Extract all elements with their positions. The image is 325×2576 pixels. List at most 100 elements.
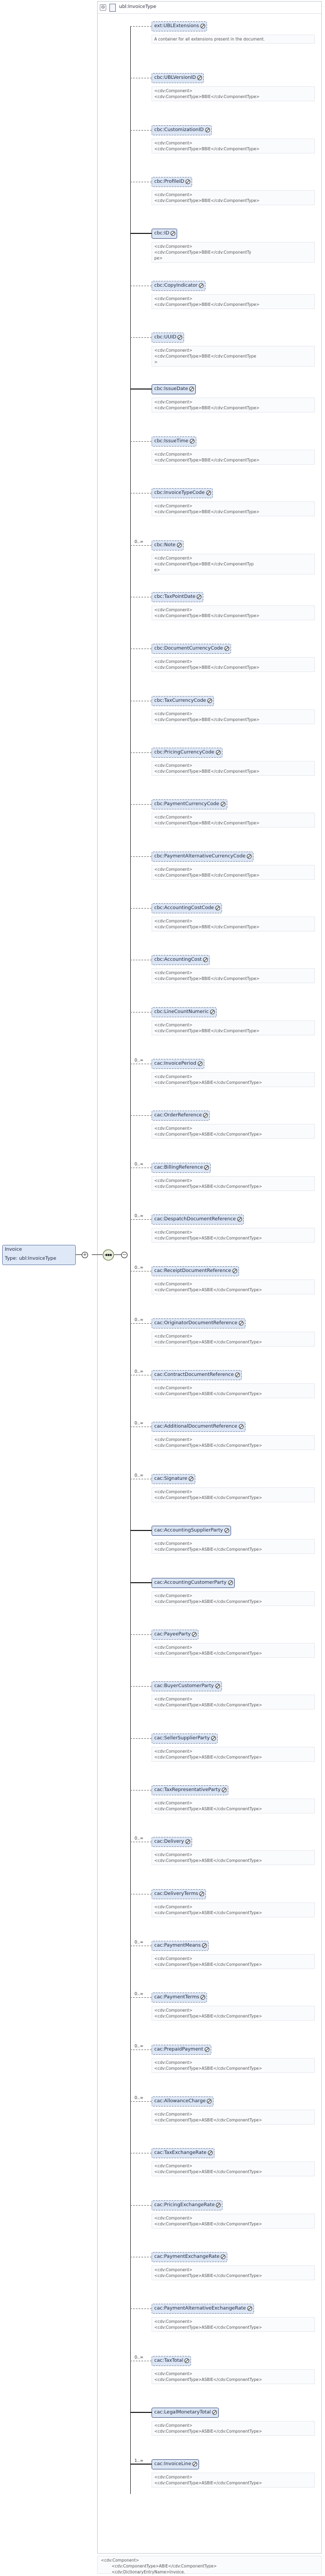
element-box[interactable]: cac:PricingExchangeRate: [152, 2200, 223, 2210]
element-box[interactable]: cac:PaymentExchangeRate: [152, 2252, 228, 2262]
documentation-line: <cdv:Component>: [154, 711, 193, 716]
element-name: cbc:UUID: [154, 335, 177, 340]
element-box[interactable]: cac:DespatchDocumentReference: [152, 1214, 244, 1225]
element-box[interactable]: cbc:LineCountNumeric: [152, 1007, 217, 1017]
ref-arrow-icon: [177, 335, 183, 340]
element-box[interactable]: cac:SellerSupplierParty: [152, 1733, 218, 1744]
documentation-line: <cdv:Component>: [154, 244, 193, 249]
element-box[interactable]: cbc:AccountingCostCode: [152, 903, 222, 913]
occurrence-label: 0..∞: [134, 1058, 144, 1063]
element-box[interactable]: cac:ReceiptDocumentReference: [152, 1266, 240, 1276]
element-documentation: <cdv:Component><cdv:ComponentType>ASBIE<…: [152, 2214, 315, 2229]
element-connector: [130, 908, 152, 909]
documentation-line: <cdv:Component>: [154, 1489, 193, 1494]
element-box[interactable]: cbc:DocumentCurrencyCode: [152, 644, 231, 654]
element-box[interactable]: cac:PaymentTerms: [152, 1992, 208, 2003]
element-box[interactable]: cac:PaymentAlternativeExchangeRate: [152, 2304, 254, 2314]
element-box[interactable]: cbc:Note: [152, 540, 184, 550]
documentation-line: <cdv:Component>: [154, 815, 193, 820]
element-documentation: <cdv:Component><cdv:ComponentType>ASBIE<…: [152, 2058, 315, 2073]
documentation-line: <cdv:ComponentType>BBIE</cdv:ComponentTy…: [154, 717, 260, 722]
element-box[interactable]: cbc:PaymentAlternativeCurrencyCode: [152, 852, 254, 862]
documentation-line: <cdv:ComponentType>ASBIE</cdv:ComponentT…: [154, 1080, 263, 1085]
element-box[interactable]: cac:OrderReference: [152, 1111, 210, 1121]
element-box[interactable]: cbc:ID: [152, 229, 178, 239]
sequence-compositor-icon[interactable]: [102, 1249, 114, 1261]
element-connector: [130, 856, 152, 857]
element-box[interactable]: cac:Delivery: [152, 1837, 192, 1847]
documentation-line: <cdv:ComponentType>ASBIE</cdv:ComponentT…: [154, 1132, 263, 1137]
element-box[interactable]: cac:AccountingSupplierParty: [152, 1526, 231, 1536]
element-box[interactable]: cbc:IssueTime: [152, 436, 196, 447]
element-connector: [130, 130, 152, 131]
element-name: cbc:AccountingCost: [154, 957, 202, 962]
documentation-line: <cdv:ComponentType>ASBIE</cdv:ComponentT…: [154, 2429, 263, 2434]
element-box[interactable]: cac:DeliveryTerms: [152, 1889, 207, 1899]
element-connector: [130, 1323, 152, 1324]
element-box[interactable]: cac:AccountingCustomerParty: [152, 1578, 235, 1588]
element-documentation: <cdv:Component><cdv:ComponentType>ASBIE<…: [152, 1435, 315, 1450]
element-connector: [130, 441, 152, 442]
element-connector: [130, 1582, 152, 1583]
element-box[interactable]: cac:AdditionalDocumentReference: [152, 1422, 245, 1432]
documentation-line: <cdv:Component>: [154, 1282, 193, 1286]
element-box[interactable]: cac:TaxTotal: [152, 2356, 192, 2366]
element-box[interactable]: cac:InvoicePeriod: [152, 1059, 204, 1069]
element-box[interactable]: cac:AllowanceCharge: [152, 2096, 214, 2107]
element-connector: [130, 1790, 152, 1791]
element-connector: [130, 1997, 152, 1998]
element-documentation: <cdv:Component><cdv:ComponentType>ASBIE<…: [152, 1695, 315, 1710]
documentation-line: <cdv:Component>: [154, 400, 193, 404]
element-box[interactable]: cbc:PaymentCurrencyCode: [152, 799, 227, 809]
element-box[interactable]: cac:OriginatorDocumentReference: [152, 1318, 245, 1328]
element-name: cac:PricingExchangeRate: [154, 2202, 215, 2208]
element-name: cac:DespatchDocumentReference: [154, 1217, 236, 1222]
element-connector: [130, 388, 152, 390]
element-box[interactable]: cac:TaxRepresentativeParty: [152, 1785, 229, 1795]
documentation-line: <cdv:ComponentType>BBIE</cdv:ComponentTy…: [154, 94, 260, 99]
element-box[interactable]: cac:LegalMonetaryTotal: [152, 2408, 219, 2418]
element-box[interactable]: cbc:CustomizationID: [152, 125, 212, 135]
sequence-expand-icon[interactable]: −: [121, 1252, 128, 1258]
ref-arrow-icon: [224, 646, 229, 651]
element-box[interactable]: cac:ContractDocumentReference: [152, 1370, 242, 1380]
element-box[interactable]: cbc:PricingCurrencyCode: [152, 748, 223, 758]
element-box[interactable]: cbc:InvoiceTypeCode: [152, 488, 213, 498]
element-box[interactable]: cbc:UBLVersionID: [152, 73, 204, 83]
element-box[interactable]: cbc:TaxPointDate: [152, 592, 204, 602]
element-box[interactable]: cac:PayeeParty: [152, 1630, 199, 1640]
collapse-toggle[interactable]: ⊖: [100, 4, 106, 11]
element-box[interactable]: cbc:TaxCurrencyCode: [152, 696, 215, 706]
element-box[interactable]: cac:Signature: [152, 1474, 195, 1484]
element-box[interactable]: cac:BillingReference: [152, 1163, 211, 1173]
element-box[interactable]: cac:PrepaidPayment: [152, 2045, 211, 2055]
element-box[interactable]: cbc:CopyIndicator: [152, 281, 206, 291]
element-documentation: <cdv:Component><cdv:ComponentType>ASBIE<…: [152, 2161, 315, 2176]
ref-arrow-icon: [247, 854, 252, 859]
documentation-line: <cdv:Component>: [154, 1749, 193, 1754]
documentation-line: <cdv:Component>: [154, 1956, 193, 1961]
element-box[interactable]: cbc:ProfileID: [152, 177, 193, 187]
documentation-line: <cdv:ComponentType>ASBIE</cdv:ComponentT…: [154, 1443, 263, 1448]
documentation-line: <cdv:Component>: [154, 607, 193, 612]
element-box[interactable]: cac:BuyerCustomerParty: [152, 1681, 222, 1691]
ref-arrow-icon: [188, 1476, 194, 1481]
element-box[interactable]: cac:InvoiceLine: [152, 2459, 200, 2469]
element-documentation: <cdv:Component><cdv:ComponentType>BBIE</…: [152, 605, 315, 620]
element-box[interactable]: cbc:AccountingCost: [152, 955, 210, 965]
element-name: cac:TaxRepresentativeParty: [154, 1787, 221, 1793]
element-connector: [130, 233, 152, 234]
element-box[interactable]: cbc:IssueDate: [152, 384, 196, 394]
complex-type-icon: [109, 4, 116, 12]
element-documentation: <cdv:Component><cdv:ComponentType>BBIE</…: [152, 139, 315, 153]
documentation-line: <cdv:ComponentType>BBIE</cdv:ComponentTy…: [154, 873, 260, 878]
element-box[interactable]: cac:PaymentMeans: [152, 1941, 209, 1951]
element-documentation: <cdv:Component><cdv:ComponentType>ASBIE<…: [152, 1643, 315, 1658]
element-documentation: <cdv:Component><cdv:ComponentType>ASBIE<…: [152, 2473, 315, 2488]
root-element-box[interactable]: Invoice Type: ubl:InvoiceType: [2, 1245, 76, 1265]
element-box[interactable]: cbc:UUID: [152, 333, 185, 343]
element-box[interactable]: cac:TaxExchangeRate: [152, 2148, 215, 2158]
element-box[interactable]: ext:UBLExtensions: [152, 21, 207, 31]
occurrence-label: 0..∞: [134, 1836, 144, 1841]
root-expand-icon[interactable]: +: [82, 1252, 88, 1258]
